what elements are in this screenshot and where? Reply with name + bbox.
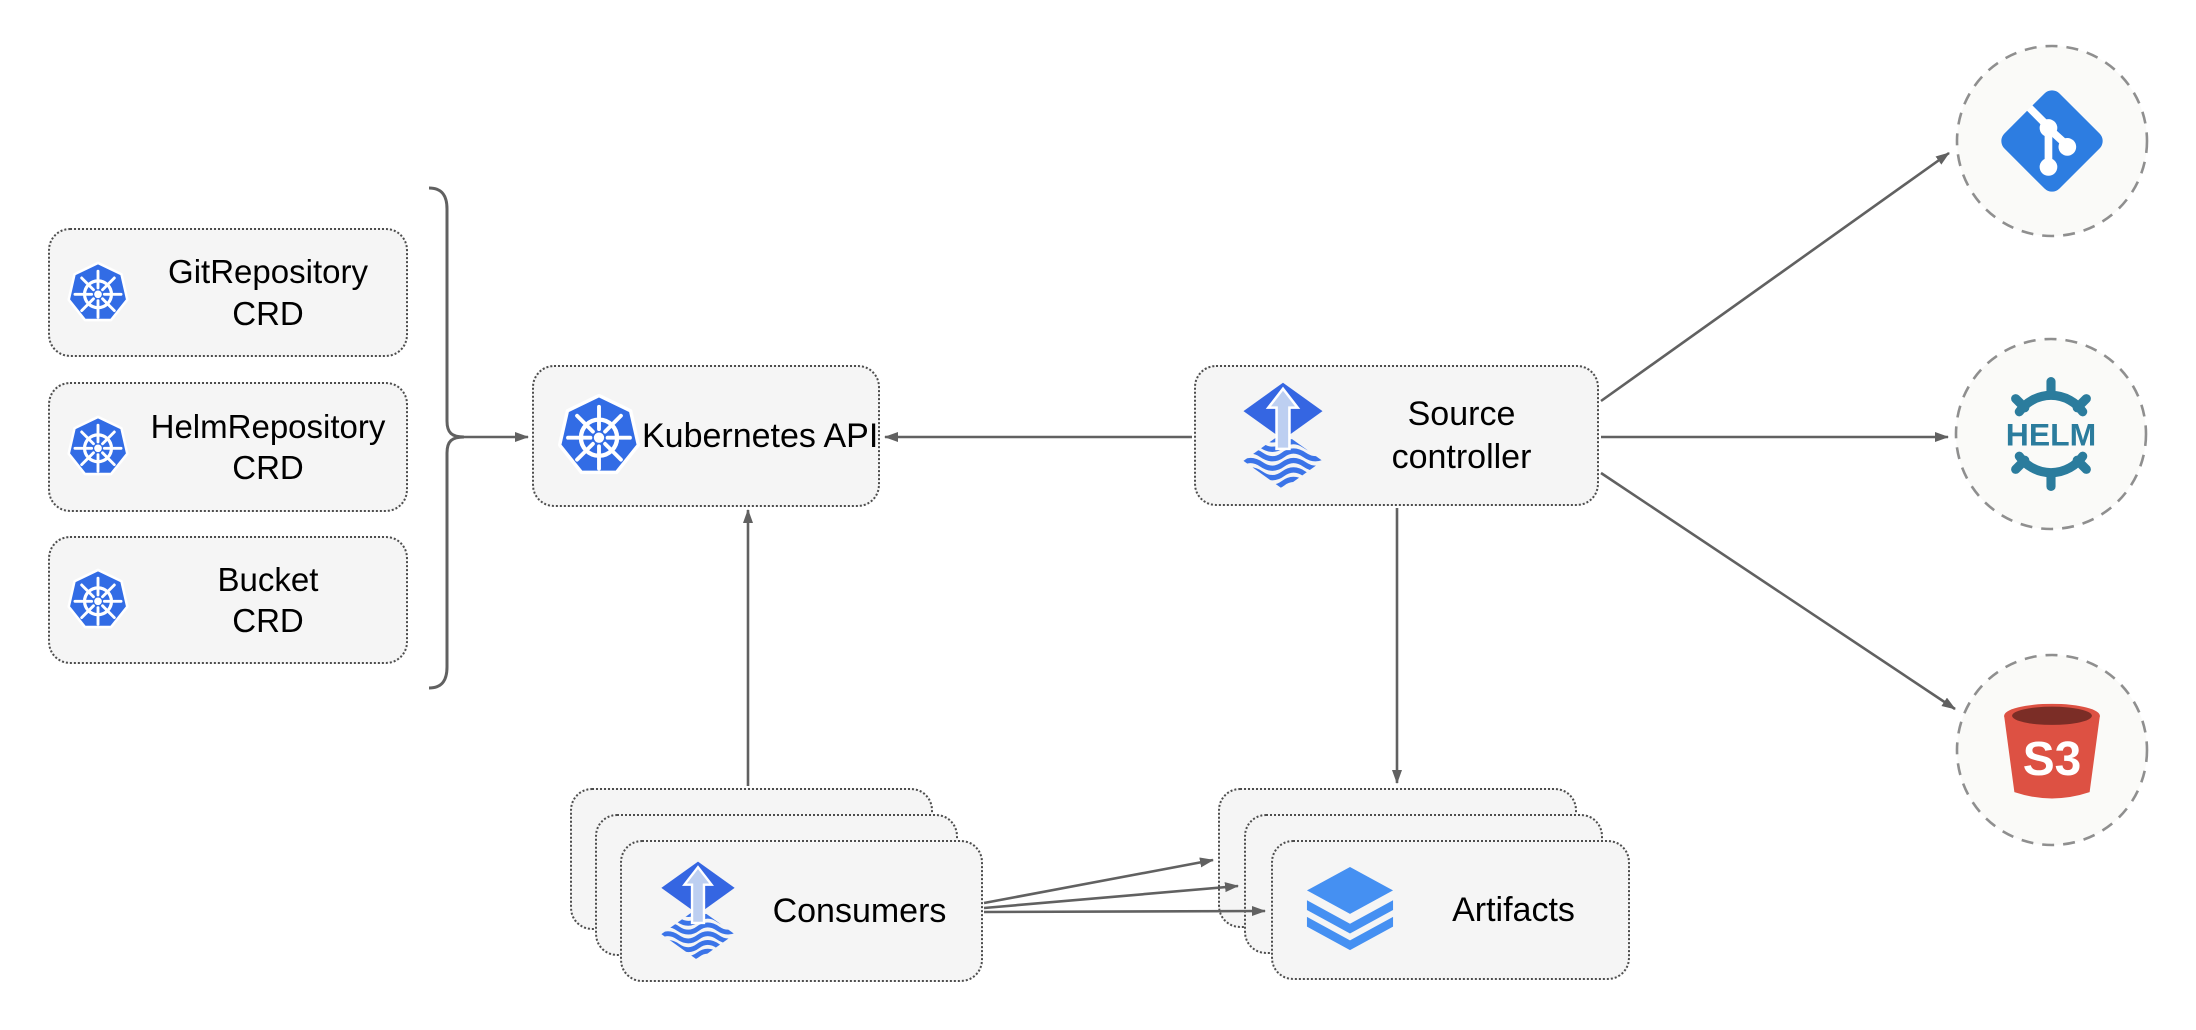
kubernetes-icon xyxy=(556,393,642,479)
s3-bucket-icon: S3 xyxy=(1954,652,2150,848)
endpoint-git xyxy=(1954,43,2150,239)
node-label: Artifacts xyxy=(1452,890,1575,929)
arrow-consumers-to-artifacts-2 xyxy=(983,882,1239,910)
arrow-source-controller-to-s3 xyxy=(1600,471,1956,711)
flux-icon xyxy=(658,860,738,962)
node-label: GitRepository CRD xyxy=(130,251,406,334)
dashed-circle xyxy=(1954,337,2148,531)
node-consumers: Consumers xyxy=(620,840,983,982)
crd-group-bracket xyxy=(428,186,465,690)
node-label-line2: CRD xyxy=(232,449,304,486)
node-label-line1: GitRepository xyxy=(168,253,368,291)
node-label: Kubernetes API xyxy=(642,416,879,455)
node-kubernetes-api: Kubernetes API xyxy=(532,365,880,507)
git-icon xyxy=(1954,43,2150,239)
arrow-source-controller-to-git xyxy=(1600,151,1950,403)
node-label-line2: controller xyxy=(1391,437,1532,476)
kubernetes-icon xyxy=(66,568,130,632)
helm-wordmark: HELM xyxy=(2006,416,2096,452)
flux-icon xyxy=(1240,381,1326,491)
node-label-line1: Source xyxy=(1407,395,1516,433)
kubernetes-icon xyxy=(66,261,130,325)
node-label-line2: CRD xyxy=(232,294,304,332)
arrow-consumers-to-artifacts-1 xyxy=(983,857,1214,905)
endpoint-s3: S3 xyxy=(1954,652,2150,848)
endpoint-helm: HELM xyxy=(1953,336,2149,532)
node-label: HelmRepository CRD xyxy=(130,406,406,489)
layers-icon xyxy=(1301,865,1399,955)
node-label-line2: CRD xyxy=(232,602,304,639)
node-git-repository-crd: GitRepository CRD xyxy=(48,228,408,357)
node-label: Bucket CRD xyxy=(130,559,406,642)
node-label-line1: HelmRepository xyxy=(150,407,386,445)
node-bucket-crd: Bucket CRD xyxy=(48,536,408,664)
s3-wordmark: S3 xyxy=(2023,733,2082,786)
node-label: Source controller xyxy=(1326,393,1597,478)
node-artifacts: Artifacts xyxy=(1271,840,1630,980)
node-label: Consumers xyxy=(772,891,947,930)
node-source-controller: Source controller xyxy=(1194,365,1599,506)
helm-icon: HELM xyxy=(1953,336,2149,532)
kubernetes-icon xyxy=(66,415,130,479)
node-helm-repository-crd: HelmRepository CRD xyxy=(48,382,408,512)
node-label-line1: Bucket xyxy=(217,560,319,598)
